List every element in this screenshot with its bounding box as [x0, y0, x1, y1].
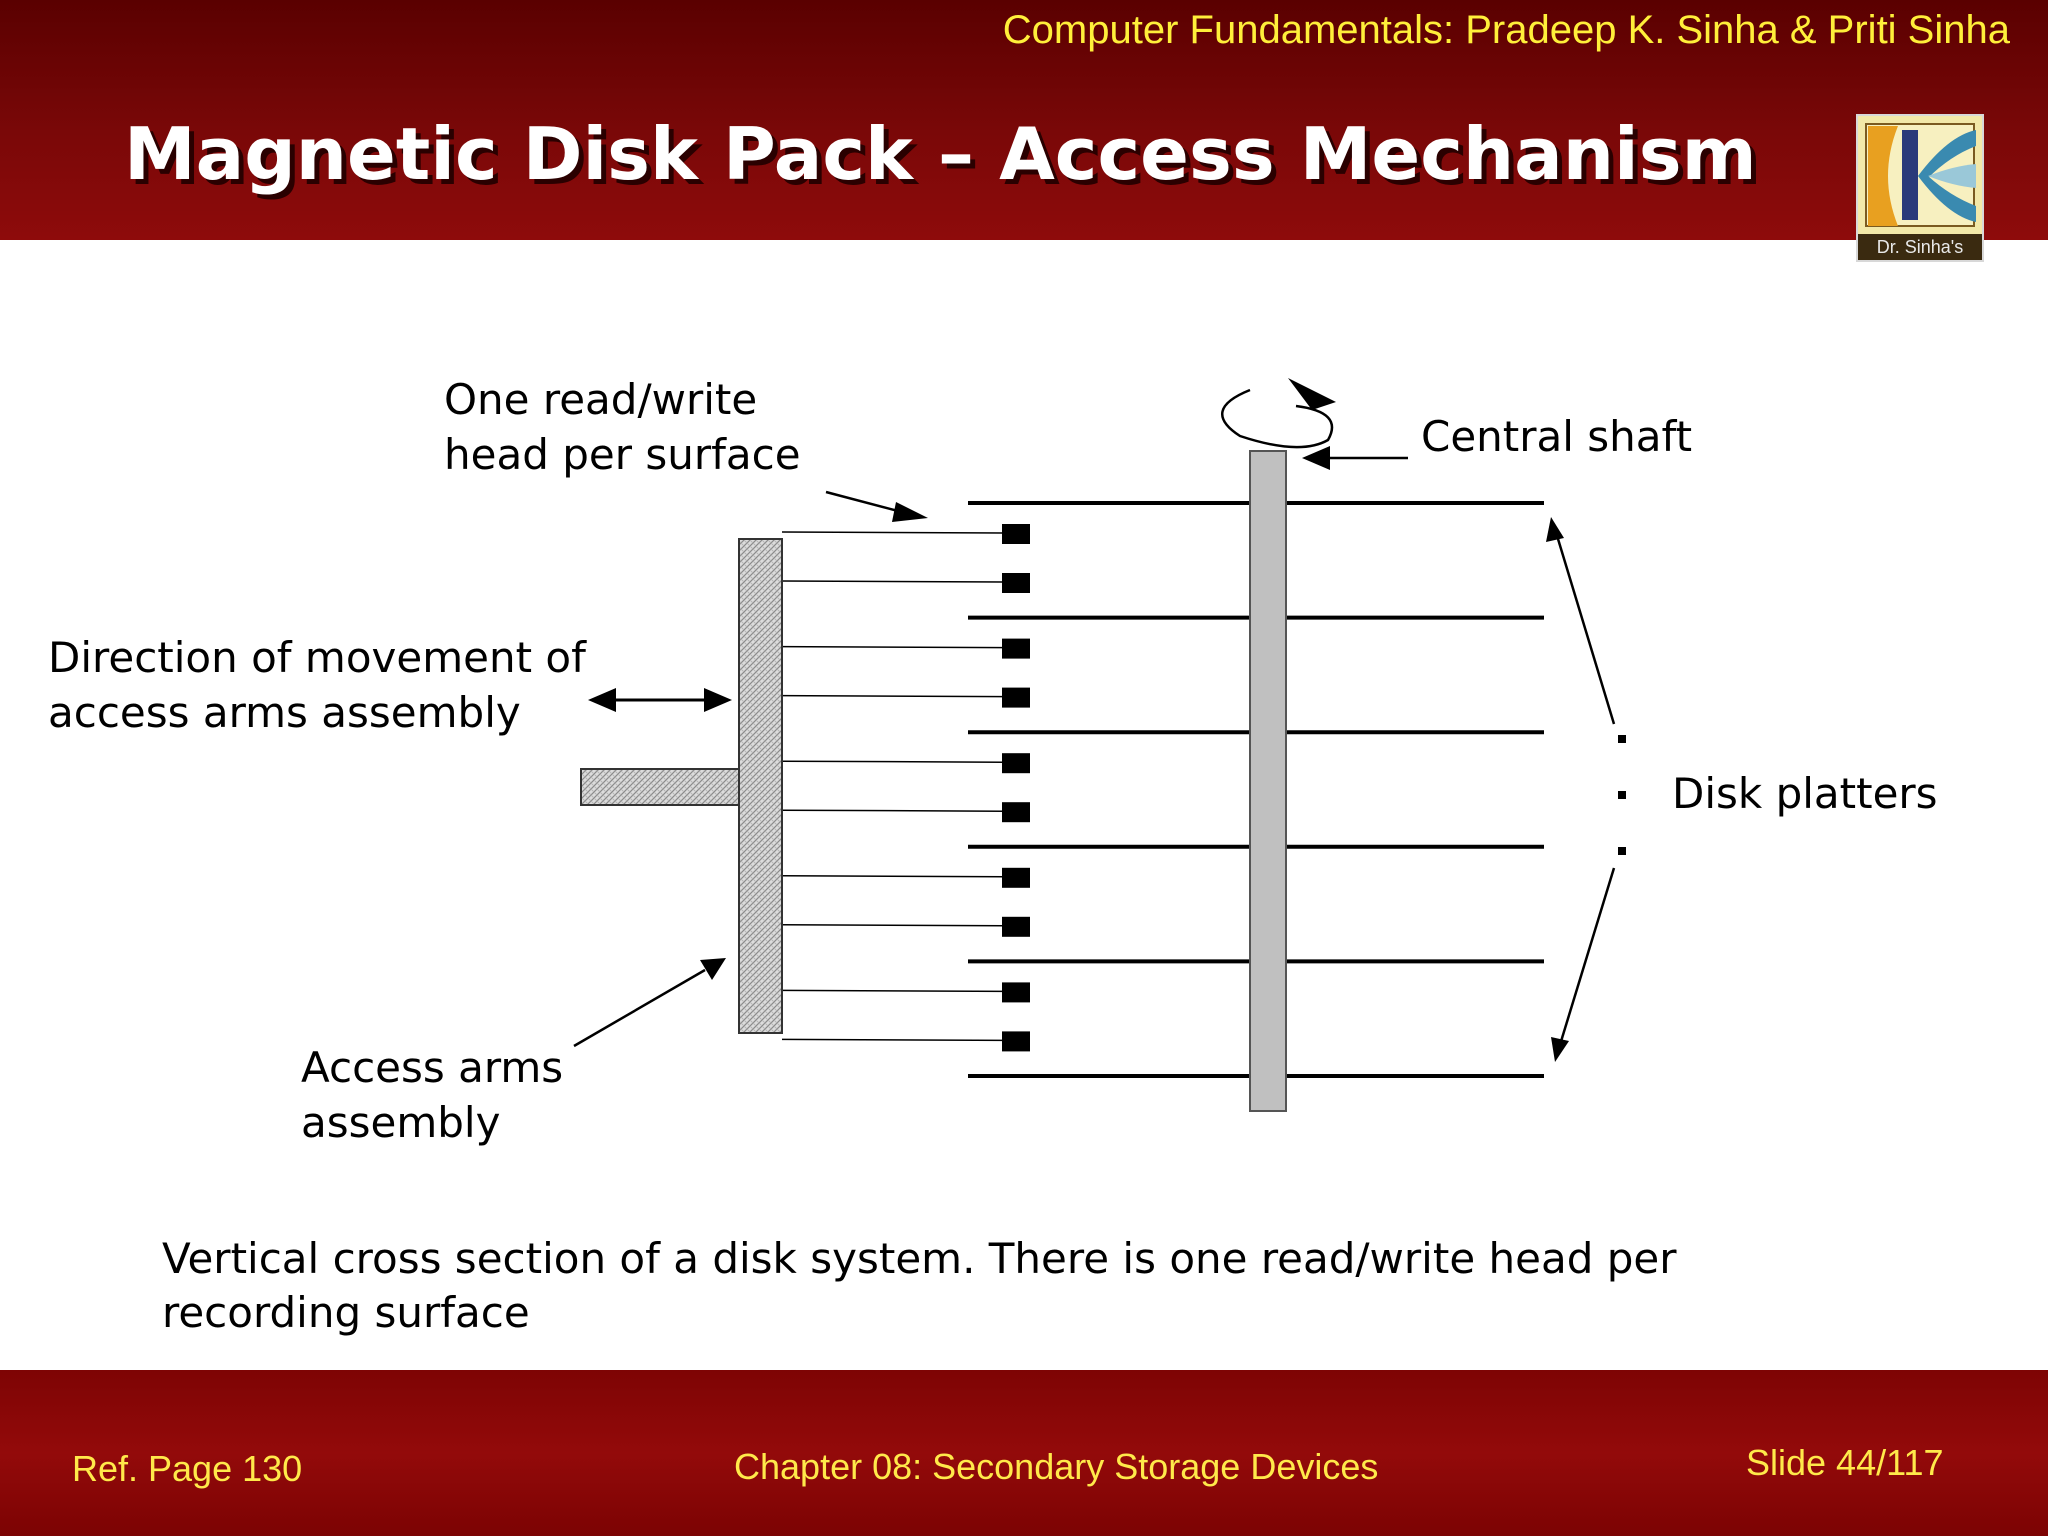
access-arms-group [781, 531, 1005, 1042]
access-arm [781, 924, 1005, 927]
read-write-head [1002, 982, 1030, 1003]
logo-emblem-icon [1858, 116, 1982, 234]
label-arms-line-1: Access arms [301, 1043, 564, 1092]
read-write-heads-group [1002, 524, 1030, 1052]
slide-header: Computer Fundamentals: Pradeep K. Sinha … [0, 0, 2048, 262]
platters-ellipsis-dot [1618, 735, 1626, 743]
access-arm [781, 645, 1005, 649]
read-write-head [1002, 573, 1030, 593]
label-arms-line-2: assembly [301, 1098, 501, 1147]
label-direction-line-2: access arms assembly [48, 688, 521, 737]
read-write-head [1002, 916, 1030, 937]
slide-footer: Ref. Page 130 Chapter 08: Secondary Stor… [0, 1370, 2048, 1536]
access-arms-post [738, 538, 783, 1034]
footer-chapter: Chapter 08: Secondary Storage Devices [734, 1446, 1379, 1487]
label-direction: Direction of movement of access arms ass… [48, 630, 586, 740]
label-central-shaft: Central shaft [1421, 412, 1693, 461]
disk-pack-diagram: One read/write head per surface Central … [0, 240, 2048, 1370]
label-access-arms: Access arms assembly [301, 1040, 563, 1150]
label-heads-line-2: head per surface [444, 430, 801, 479]
label-heads: One read/write head per surface [444, 372, 801, 482]
label-heads-line-1: One read/write [444, 375, 758, 424]
read-write-head [1002, 524, 1030, 544]
access-arm [781, 694, 1005, 698]
heads-pointer-arrow [825, 490, 928, 522]
movement-double-arrow-icon [588, 688, 732, 712]
access-arm [781, 760, 1005, 763]
shaft-pointer-arrow [1302, 446, 1408, 470]
central-shaft [1249, 450, 1287, 1112]
logo-label: Dr. Sinha's [1876, 237, 1964, 257]
access-arm [781, 580, 1005, 583]
figure-caption: Vertical cross section of a disk system.… [162, 1234, 1677, 1337]
rotation-arrow-icon [1221, 378, 1336, 449]
read-write-head [1002, 753, 1030, 774]
access-arm [781, 531, 1005, 534]
platters-brace-arrows [1546, 517, 1626, 1062]
access-arm [781, 989, 1005, 993]
access-arm [781, 809, 1005, 812]
book-credit: Computer Fundamentals: Pradeep K. Sinha … [1002, 8, 2010, 52]
read-write-head [1002, 802, 1030, 823]
read-write-head [1002, 687, 1030, 708]
access-arms-base-rod [580, 768, 740, 806]
footer-ref-page: Ref. Page 130 [72, 1448, 303, 1489]
author-logo: Dr. Sinha's [1856, 114, 1984, 262]
arms-pointer-arrow [573, 958, 726, 1048]
access-arm [781, 875, 1005, 878]
access-arm [781, 1038, 1005, 1042]
platters-ellipsis-dot [1618, 847, 1626, 855]
disk-cross-section-figure [573, 378, 1626, 1112]
platters-ellipsis-dot [1618, 791, 1626, 799]
read-write-head [1002, 638, 1030, 659]
footer-slide-number: Slide 44/117 [1746, 1442, 1944, 1483]
label-disk-platters: Disk platters [1672, 769, 1938, 818]
slide-title: Magnetic Disk Pack – Access Mechanism [124, 112, 1757, 196]
read-write-head [1002, 1031, 1030, 1052]
read-write-head [1002, 867, 1030, 888]
label-direction-line-1: Direction of movement of [48, 633, 586, 682]
